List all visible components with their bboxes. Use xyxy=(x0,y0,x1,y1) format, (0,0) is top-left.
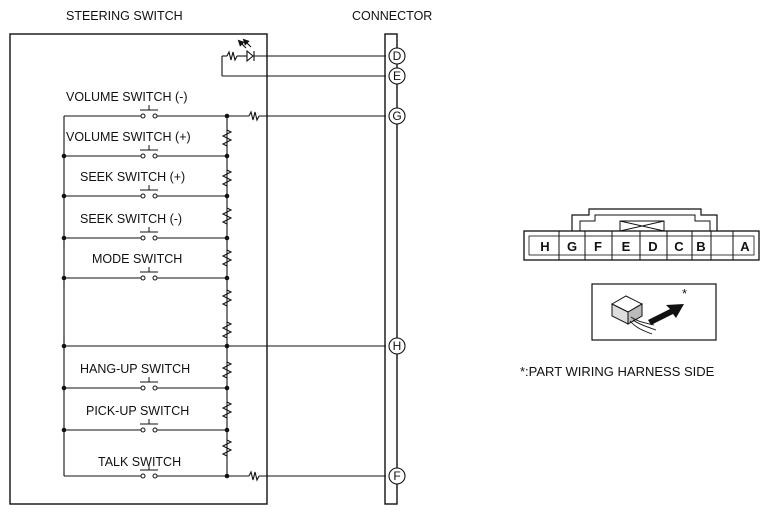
connector-pin-h: H xyxy=(540,239,549,254)
steering-switch-box xyxy=(9,33,268,505)
switch-mode: MODE SWITCH xyxy=(64,252,227,281)
switch-hang-up: HANG-UP SWITCH xyxy=(64,362,227,391)
terminal-g-label: G xyxy=(392,109,401,123)
switch-label-mode: MODE SWITCH xyxy=(92,252,182,266)
connector-pin-a: A xyxy=(740,239,750,254)
connector-pin-d: D xyxy=(648,239,657,254)
ladder-resistors xyxy=(221,129,233,457)
connector-pin-f: F xyxy=(594,239,602,254)
terminal-h: H xyxy=(388,337,406,355)
terminal-e-label: E xyxy=(393,69,401,83)
terminal-f: F xyxy=(388,467,406,485)
switch-volume-minus: VOLUME SWITCH (-) xyxy=(64,90,227,119)
switch-volume-plus: VOLUME SWITCH (+) xyxy=(64,130,227,159)
harness-side-footnote: *:PART WIRING HARNESS SIDE xyxy=(520,364,715,379)
switch-label-seek-minus: SEEK SWITCH (-) xyxy=(80,212,182,226)
switch-label-hang-up: HANG-UP SWITCH xyxy=(80,362,190,376)
illumination-led xyxy=(221,38,386,77)
connector-harness-side-icon: * xyxy=(591,283,717,341)
switch-pick-up: PICK-UP SWITCH xyxy=(64,404,227,433)
terminal-g: G xyxy=(388,107,406,125)
switch-label-talk: TALK SWITCH xyxy=(98,455,181,469)
terminal-d: D xyxy=(388,47,406,65)
connector-pin-g: G xyxy=(567,239,577,254)
connector-title: CONNECTOR xyxy=(352,9,432,23)
ladder-wiring xyxy=(63,110,386,482)
switch-label-seek-plus: SEEK SWITCH (+) xyxy=(80,170,185,184)
switch-label-pick-up: PICK-UP SWITCH xyxy=(86,404,189,418)
terminal-e: E xyxy=(388,67,406,85)
switch-label-volume-minus: VOLUME SWITCH (-) xyxy=(66,90,188,104)
connector-pin-c: C xyxy=(674,239,684,254)
switch-seek-minus: SEEK SWITCH (-) xyxy=(64,212,227,241)
connector-bar xyxy=(384,33,398,505)
switch-talk: TALK SWITCH xyxy=(63,430,227,479)
terminal-h-label: H xyxy=(393,339,402,353)
switch-seek-plus: SEEK SWITCH (+) xyxy=(64,170,227,199)
terminal-f-label: F xyxy=(393,469,400,483)
connector-face: H G F E D C B A xyxy=(523,208,760,261)
harness-side-asterisk: * xyxy=(682,286,687,301)
switch-label-volume-plus: VOLUME SWITCH (+) xyxy=(66,130,191,144)
connector-pin-b: B xyxy=(696,239,705,254)
connector-pin-e: E xyxy=(622,239,631,254)
steering-switch-title: STEERING SWITCH xyxy=(66,9,183,23)
terminal-d-label: D xyxy=(393,49,402,63)
